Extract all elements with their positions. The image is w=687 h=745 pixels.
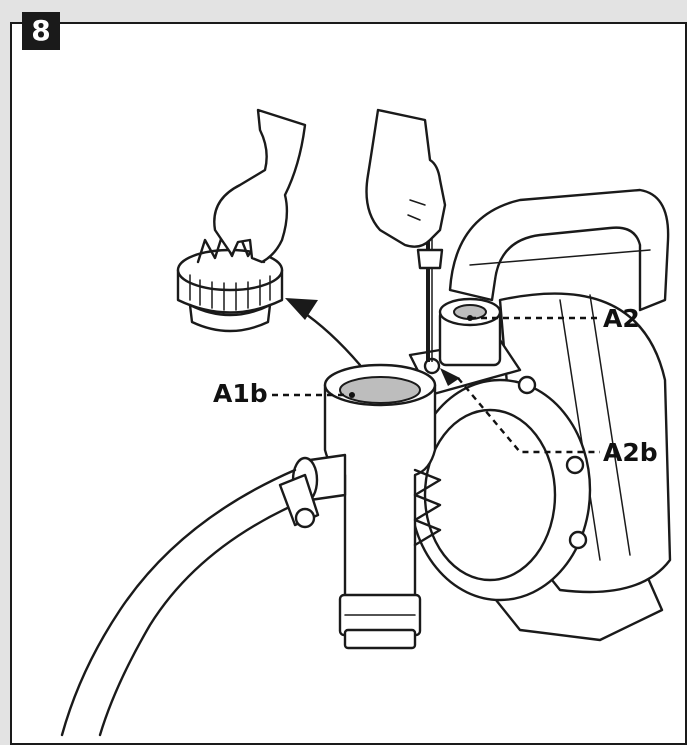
pump-icon [408,188,672,642]
leader-dot-a2 [467,315,473,321]
removal-arrow-icon [285,298,362,367]
pointer-arrow-icon [440,368,460,386]
hose-icon [60,468,320,737]
step-number-badge: 8 [22,12,60,50]
label-a2: A2 [603,304,640,333]
label-a2b: A2b [603,438,658,467]
leader-dot-a1b [349,392,355,398]
gloved-hand-icon [213,108,307,264]
gloved-hand-icon [365,108,447,248]
label-a1b: A1b [213,379,268,408]
filter-housing [291,363,442,650]
